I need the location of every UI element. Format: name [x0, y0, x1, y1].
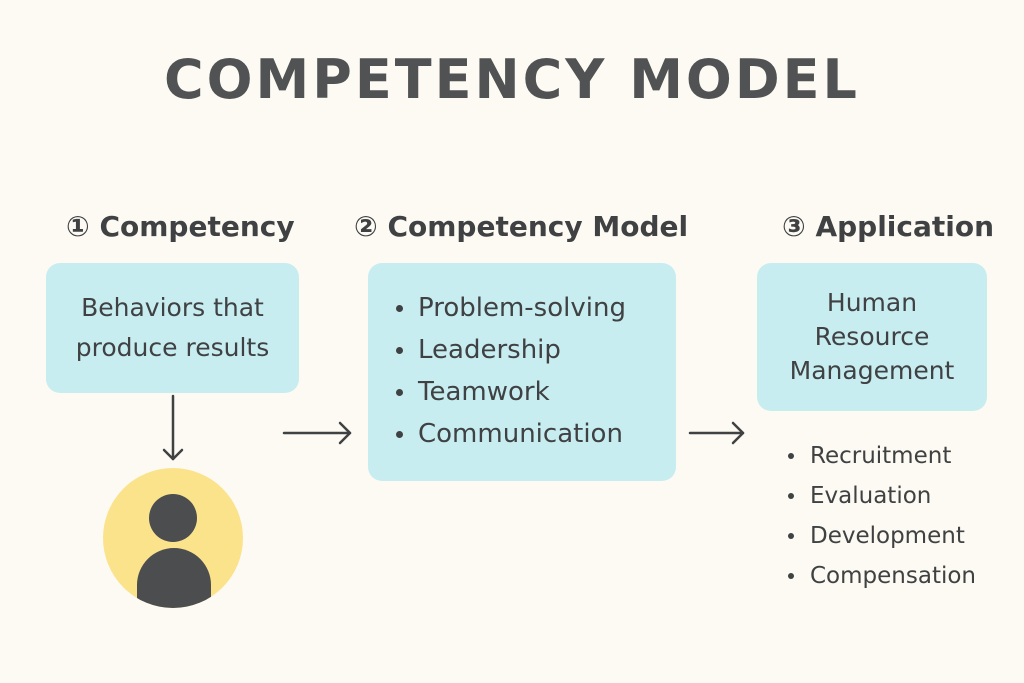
step-1-heading: ① Competency [66, 210, 295, 243]
person-icon [103, 468, 243, 608]
list-item: Evaluation [786, 476, 976, 516]
diagram-title: COMPETENCY MODEL [164, 48, 860, 111]
hrm-box: Human Resource Management [757, 263, 987, 411]
hrm-box-line: Human [826, 288, 918, 317]
list-item: Development [786, 516, 976, 556]
competency-model-list: Problem-solving Leadership Teamwork Comm… [394, 287, 676, 455]
step-2-heading: ② Competency Model [354, 210, 689, 243]
list-item: Recruitment [786, 436, 976, 476]
competency-model-box: Problem-solving Leadership Teamwork Comm… [368, 263, 676, 481]
application-list: Recruitment Evaluation Development Compe… [786, 436, 976, 596]
list-item: Problem-solving [394, 287, 676, 329]
arrow-right-icon [688, 421, 745, 445]
competency-box-line: Behaviors that [81, 293, 264, 322]
arrow-down-icon [162, 394, 184, 461]
hrm-box-line: Management [789, 356, 955, 385]
list-item: Compensation [786, 556, 976, 596]
step-3-heading: ③ Application [782, 210, 995, 243]
list-item: Leadership [394, 329, 676, 371]
list-item: Communication [394, 413, 676, 455]
competency-box-line: produce results [75, 333, 270, 362]
competency-box: Behaviors that produce results [46, 263, 299, 393]
arrow-right-icon [282, 421, 352, 445]
hrm-box-line: Resource [814, 322, 930, 351]
list-item: Teamwork [394, 371, 676, 413]
